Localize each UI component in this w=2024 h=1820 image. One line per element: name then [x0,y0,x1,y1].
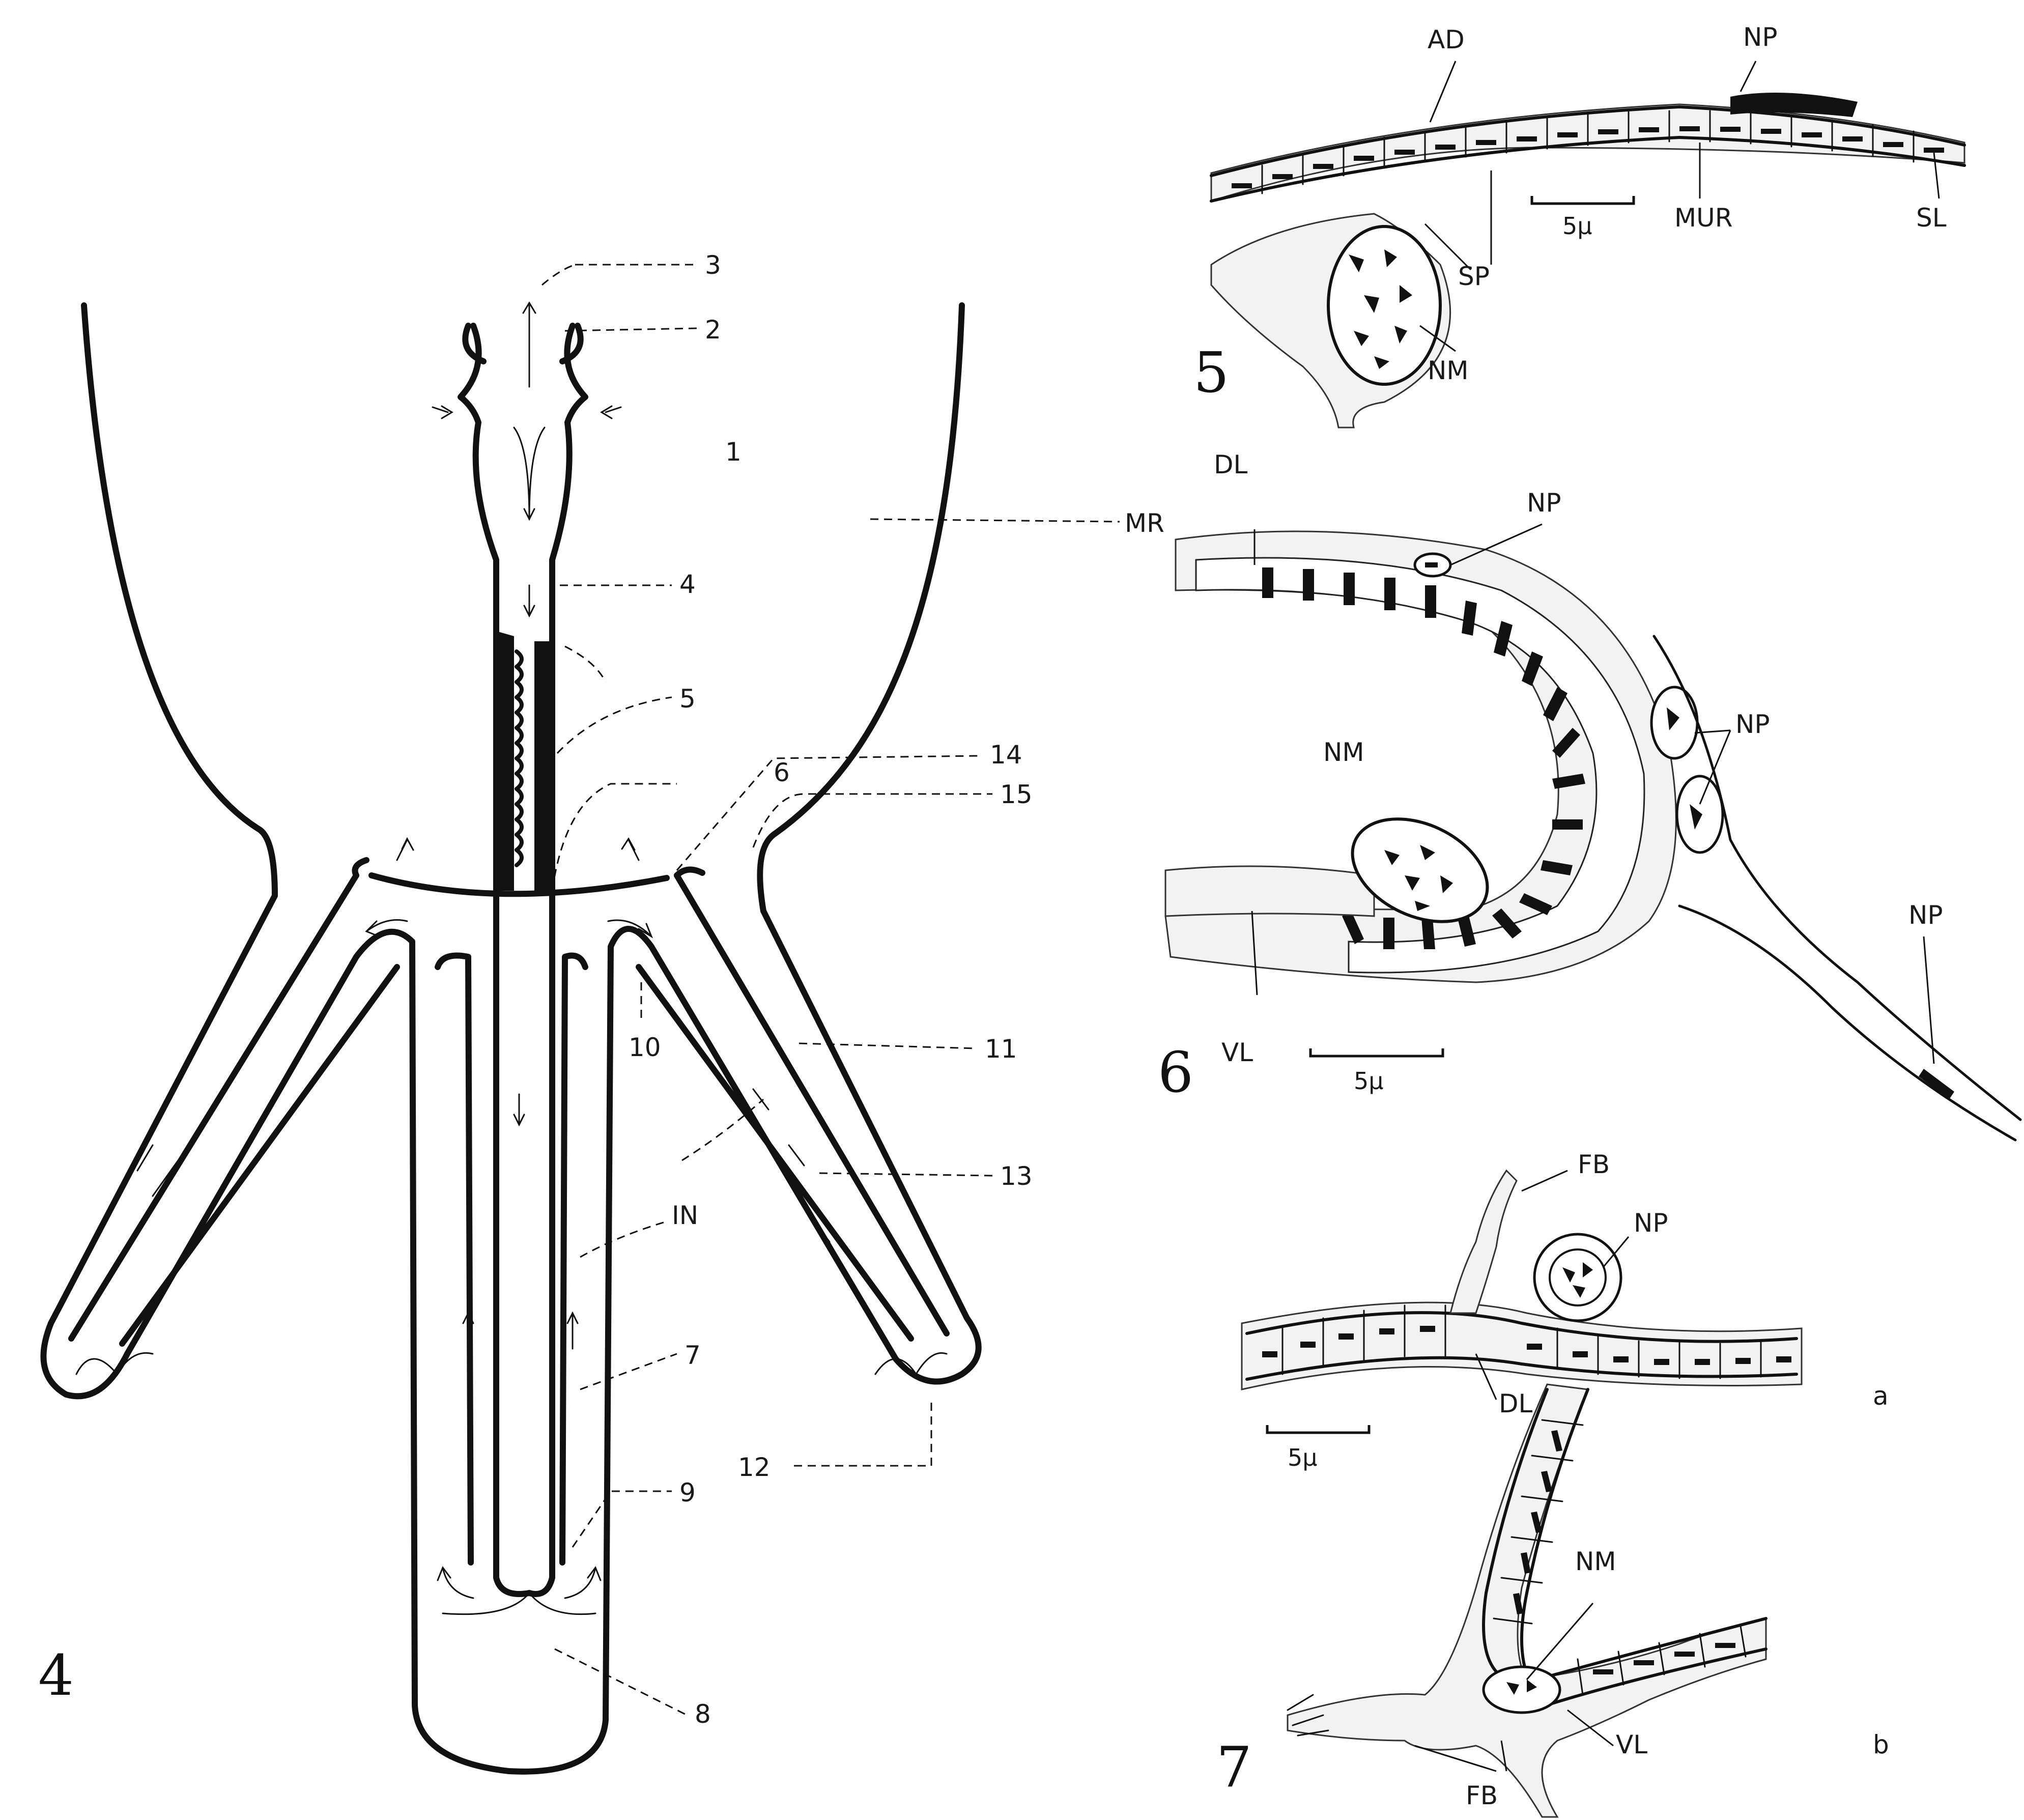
label-10: 10 [629,1033,661,1062]
fig6-label-nm: NM [1323,737,1364,767]
fig4-leaders [542,265,1120,1715]
fig6-label-np3: NP [1908,900,1943,930]
figure-6-section: DL NP NM NP NP VL 5μ 6 [1158,450,2020,1140]
figure-number-7: 7 [1216,1734,1252,1800]
fig7-label-fb-bottom: FB [1466,1781,1498,1810]
figure-5-section: AD NP MUR SL SP NM 5μ 5 [1193,22,1964,428]
fig7b-nerve-cell [1484,1667,1560,1713]
fig7-label-dl: DL [1499,1389,1533,1418]
label-6: 6 [774,758,790,787]
fig5-scale-label: 5μ [1562,212,1592,240]
fig7-scale-label: 5μ [1288,1444,1318,1471]
fig7-label-vl: VL [1616,1730,1647,1759]
label-1: 1 [725,437,742,467]
label-in: IN [672,1201,698,1230]
fig6-label-np2: NP [1735,709,1770,739]
figure-number-6: 6 [1158,1040,1193,1105]
fig7-label-a: a [1873,1381,1889,1411]
flow-arrows [76,303,947,1614]
fig6-label-np1: NP [1527,488,1561,518]
fig5-label-np: NP [1743,22,1778,52]
fig5-label-sl: SL [1916,203,1947,233]
label-9: 9 [679,1478,696,1508]
label-3: 3 [705,250,721,280]
label-7: 7 [685,1341,701,1370]
fig7-label-nm: NM [1575,1547,1616,1576]
label-11: 11 [985,1034,1017,1064]
figure-4-diagram: 3 2 1 MR 4 5 6 14 15 10 11 13 IN 7 12 9 … [38,250,1164,1772]
label-12: 12 [738,1453,771,1482]
label-13: 13 [1000,1161,1033,1191]
fig7-label-np: NP [1634,1208,1668,1238]
figure-number-4: 4 [38,1643,74,1708]
label-4: 4 [679,570,696,599]
label-14: 14 [990,740,1022,770]
fig6-scale-label: 5μ [1354,1067,1384,1095]
label-mr: MR [1125,508,1164,538]
figure-number-5: 5 [1193,340,1229,405]
fig7-label-b: b [1873,1730,1889,1759]
fig6-label-dl: DL [1214,450,1248,479]
label-8: 8 [695,1699,711,1729]
fig5-label-ad: AD [1428,25,1465,54]
fig5-label-nm: NM [1428,356,1469,385]
label-15: 15 [1000,780,1033,809]
label-5: 5 [679,684,696,714]
label-2: 2 [705,315,721,345]
fig5-label-mur: MUR [1674,203,1732,233]
fig5-label-sp: SP [1458,262,1490,291]
fig6-label-vl: VL [1221,1038,1253,1067]
fig7-label-fb-top: FB [1578,1150,1610,1179]
